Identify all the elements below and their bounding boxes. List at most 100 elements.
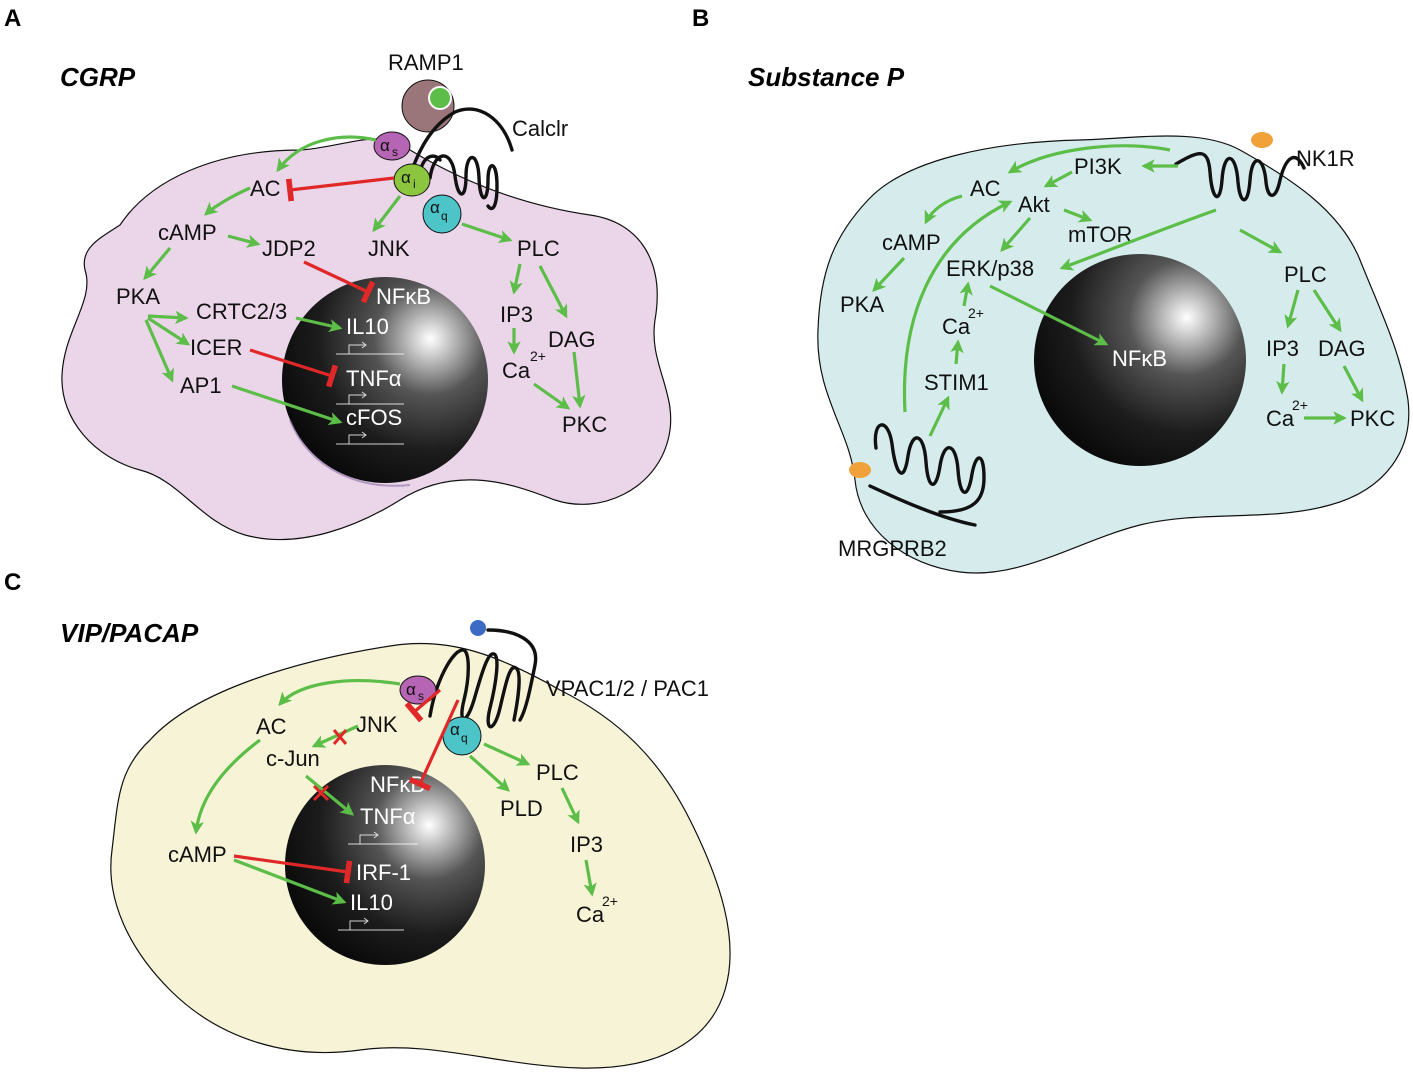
cgrp-node-ca-sup: 2+ xyxy=(530,348,546,364)
arrow-pi3k-to-akt xyxy=(1043,170,1073,188)
alpha-q-sub: q xyxy=(461,731,468,745)
arrow-nk1r-to-ac xyxy=(1007,144,1171,174)
sp-node-ip3: IP3 xyxy=(1266,336,1299,361)
inhibit-alpha-i-to-ac xyxy=(285,176,395,202)
inhibit-receptor-to-nfkb xyxy=(408,699,460,792)
arrow-alpha-q-to-plc xyxy=(461,222,513,243)
cgrp-node-pkc: PKC xyxy=(562,412,607,437)
vip-gene-nfkb: NFκB xyxy=(370,772,425,797)
cgrp-node-crtc: CRTC2/3 xyxy=(196,299,287,324)
cgrp-node-jdp2: JDP2 xyxy=(262,236,316,261)
vip-node-jnk: JNK xyxy=(356,712,398,737)
panel-c: C VIP/PACAP VPAC1/2 / PAC1 α s α q AC JN… xyxy=(4,569,731,1069)
arrow-pka-to-crtc xyxy=(147,310,189,325)
tnfa-promoter-icon xyxy=(336,391,404,405)
cgrp-gene-tnfa: TNFα xyxy=(346,366,402,391)
panel-a-letter: A xyxy=(4,5,21,32)
panel-a-title: CGRP xyxy=(60,62,136,92)
alpha-i-protein-icon xyxy=(393,163,431,197)
mrgprb2-label: MRGPRB2 xyxy=(838,536,947,561)
cgrp-node-jnk: JNK xyxy=(368,236,410,261)
cgrp-node-ap1: AP1 xyxy=(180,373,222,398)
sp-node-ca: Ca xyxy=(942,314,971,339)
cgrp-node-camp: cAMP xyxy=(158,220,217,245)
vip-node-ip3: IP3 xyxy=(570,832,603,857)
panel-a: A CGRP RAMP1 Calclr α s α i α q AC cAMP … xyxy=(4,5,672,541)
arrow-dag-to-pkc xyxy=(572,351,586,409)
alpha-q-sub: q xyxy=(441,209,448,223)
cgrp-gene-cfos: cFOS xyxy=(346,405,402,430)
nk1r-label: NK1R xyxy=(1296,146,1355,171)
sp-node-erk: ERK/p38 xyxy=(946,256,1034,281)
arrow-akt-to-erk xyxy=(1000,216,1032,253)
alpha-q-protein-icon xyxy=(422,194,462,234)
sp-node-pka: PKA xyxy=(840,292,884,317)
alpha-s-sub: s xyxy=(392,145,398,159)
panel-c-title: VIP/PACAP xyxy=(60,618,199,648)
vip-nucleus xyxy=(285,765,485,965)
vip-node-ca-sup: 2+ xyxy=(602,893,618,909)
alpha-s-sub: s xyxy=(418,689,424,703)
sp-node-mtor: mTOR xyxy=(1068,222,1132,247)
sp-node-dag: DAG xyxy=(1318,336,1366,361)
cgrp-node-ac: AC xyxy=(250,176,281,201)
arrow-ca-to-erk xyxy=(959,281,973,307)
vip-node-ac: AC xyxy=(256,714,287,739)
arrow-stim1-to-ca xyxy=(950,339,964,365)
sp-node-pi3k: PI3K xyxy=(1074,154,1122,179)
arrow-akt-to-mtor xyxy=(1063,208,1093,223)
sp-node-ac: AC xyxy=(970,176,1001,201)
panel-b-title: Substance P xyxy=(748,62,905,92)
panel-c-letter: C xyxy=(4,569,21,596)
arrow-alpha-q-to-pld xyxy=(468,754,511,792)
arrow-plc-to-ip3 xyxy=(560,787,580,825)
alpha-i-label: α xyxy=(401,168,411,187)
mrgprb2-ligand-icon xyxy=(849,462,871,478)
alpha-q-label: α xyxy=(430,198,440,217)
vip-gene-il10: IL10 xyxy=(350,890,393,915)
arrow-camp-to-pka xyxy=(872,256,906,292)
vip-gene-tnfa: TNFα xyxy=(360,804,416,829)
vip-ligand-icon xyxy=(470,620,486,636)
sp-gene-nfkb: NFκB xyxy=(1112,346,1167,371)
cgrp-node-pka: PKA xyxy=(116,284,160,309)
panel-b: B Substance P NK1R MRGPRB2 PI3K AC Akt m… xyxy=(692,5,1410,574)
cgrp-gene-il10: IL10 xyxy=(346,314,389,339)
inhibit-icer-to-tnfa xyxy=(249,348,339,388)
arrow-mrgprb2-to-akt xyxy=(902,200,1013,413)
cgrp-gene-nfkb: NFκB xyxy=(376,284,431,309)
arrow-ap1-to-cfos xyxy=(231,384,343,425)
arrow-pka-to-ap1 xyxy=(144,319,174,383)
arrow-ac-to-camp xyxy=(924,194,963,225)
arrow-jnk-to-cjun xyxy=(311,724,359,748)
arrow-nk1r-to-erk xyxy=(1059,208,1217,271)
arrow-erk-to-nfkb xyxy=(989,284,1109,346)
calclr-label: Calclr xyxy=(512,116,568,141)
alpha-s-label: α xyxy=(406,680,416,699)
arrow-ca-to-pkc xyxy=(533,382,571,410)
arrow-alpha-q-to-plc xyxy=(483,742,531,766)
tnfa-promoter-icon xyxy=(348,831,418,845)
alpha-q-label: α xyxy=(450,720,460,739)
sp-node-plc: PLC xyxy=(1284,262,1327,287)
sp-node-ca-sup: 2+ xyxy=(968,305,984,321)
arrow-plc-to-ip3 xyxy=(1284,289,1300,329)
inhibit-receptor-to-jnk xyxy=(404,688,442,723)
vip-node-cjun: c-Jun xyxy=(266,746,320,771)
block-cross-icon xyxy=(332,729,348,745)
ramp1-label: RAMP1 xyxy=(388,50,464,75)
arrow-ip3-to-ca xyxy=(1276,363,1290,395)
inhibit-camp-to-irf1 xyxy=(233,854,353,884)
cgrp-node-dag: DAG xyxy=(548,327,596,352)
sp-node-ca2: Ca xyxy=(1266,406,1295,431)
arrow-ip3-to-ca xyxy=(583,859,597,897)
il10-promoter-icon xyxy=(338,917,404,931)
substance-p-nucleus xyxy=(1034,254,1246,466)
il10-promoter-icon xyxy=(336,341,404,355)
arrow-pka-to-icer xyxy=(147,316,191,346)
arrow-ac-to-camp xyxy=(203,186,251,216)
arrow-nk1r-to-plc xyxy=(1239,228,1283,254)
vip-node-plc: PLC xyxy=(536,760,579,785)
sp-node-pkc: PKC xyxy=(1350,406,1395,431)
vip-node-camp: cAMP xyxy=(168,842,227,867)
